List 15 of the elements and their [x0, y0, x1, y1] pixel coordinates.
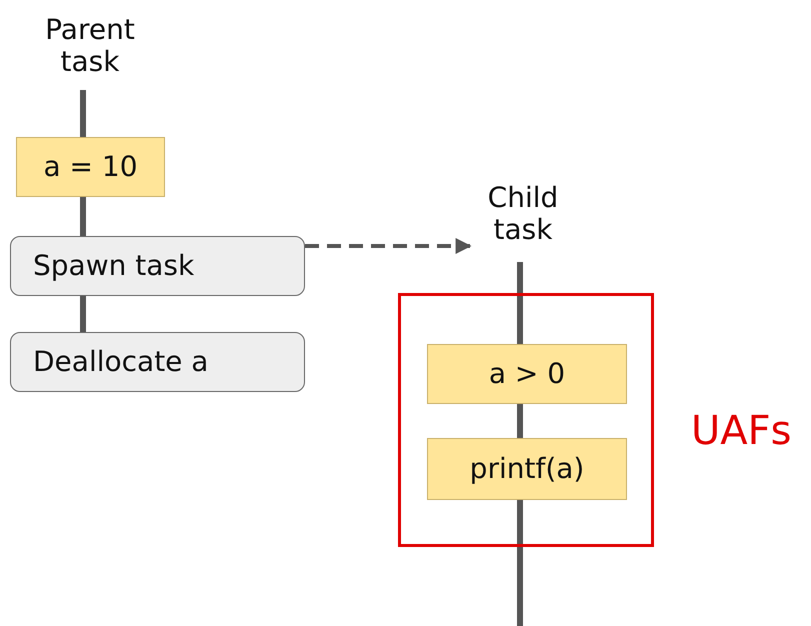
statement-box: a = 10	[16, 137, 165, 197]
timeline-line	[517, 500, 523, 626]
task-label: Parent task	[44, 14, 136, 78]
timeline-line	[517, 262, 523, 344]
task-label: Child task	[486, 182, 560, 246]
annotation-label: UAFs	[691, 408, 792, 454]
operation-box: Spawn task	[10, 236, 305, 296]
timeline-line	[80, 296, 86, 332]
statement-box: printf(a)	[427, 438, 627, 500]
timeline-line	[80, 197, 86, 236]
spawn-arrow	[305, 238, 472, 254]
statement-box: a > 0	[427, 344, 627, 404]
operation-box: Deallocate a	[10, 332, 305, 392]
timeline-line	[80, 90, 86, 137]
timeline-line	[517, 404, 523, 438]
